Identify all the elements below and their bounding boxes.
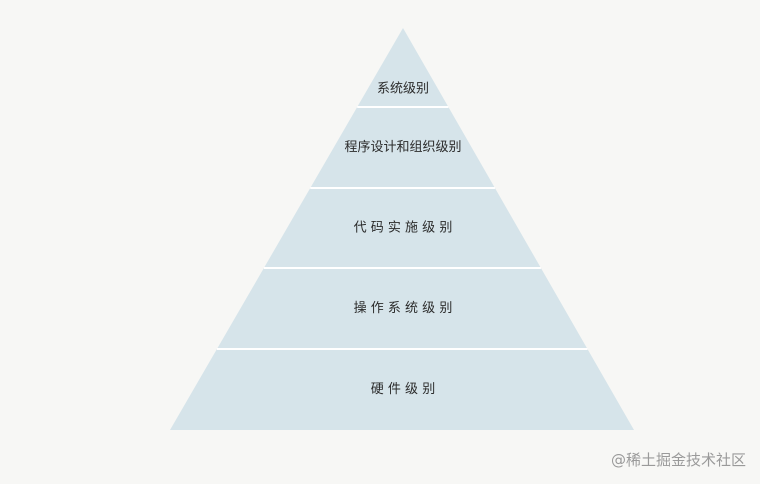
pyramid-tier-code <box>263 188 541 268</box>
pyramid-tier-design <box>310 107 495 188</box>
pyramid-tier-system <box>357 28 449 107</box>
pyramid-tiers <box>170 28 634 430</box>
tier-label-os: 操 作 系 统 级 别 <box>354 300 453 316</box>
pyramid-labels: 系统级别 程序设计和组织级别 代 码 实 施 级 别 操 作 系 统 级 别 硬… <box>344 82 461 398</box>
tier-label-design: 程序设计和组织级别 <box>344 140 461 155</box>
pyramid-tier-hardware <box>170 349 634 430</box>
pyramid-separators <box>216 106 588 350</box>
tier-label-system: 系统级别 <box>377 82 429 97</box>
pyramid-tier-os <box>216 268 588 349</box>
tier-label-hardware: 硬 件 级 别 <box>371 382 435 397</box>
tier-label-code: 代 码 实 施 级 别 <box>354 221 453 236</box>
watermark-text: @稀土掘金技术社区 <box>610 451 746 469</box>
